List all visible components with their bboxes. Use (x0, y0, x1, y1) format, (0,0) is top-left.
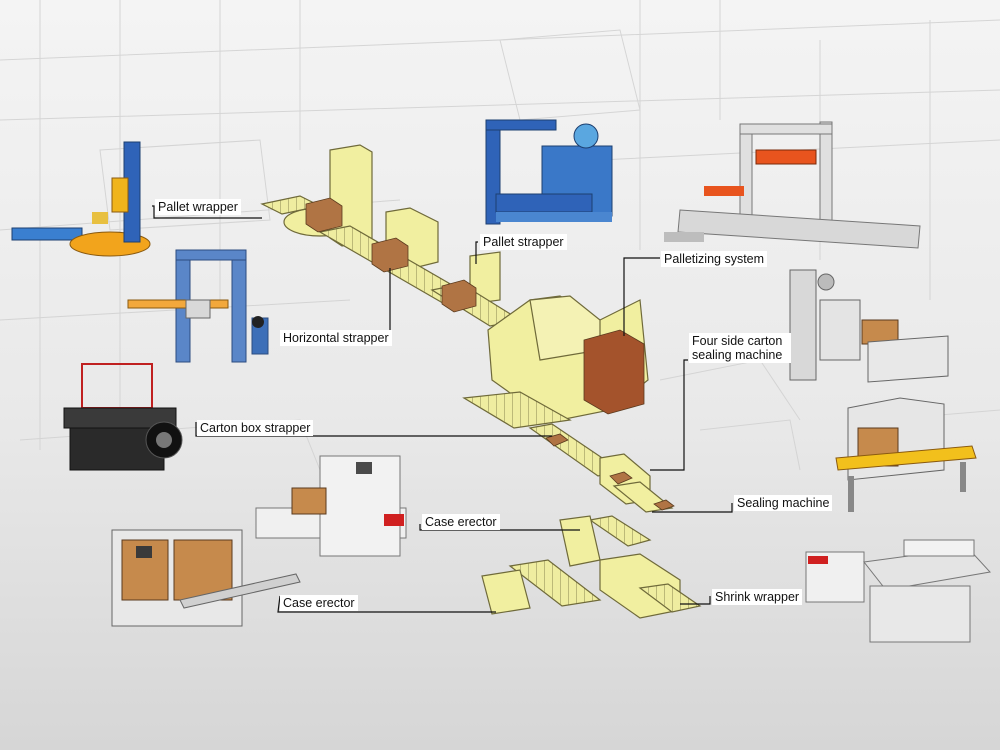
leader-four-side-sealer (650, 359, 688, 471)
label-four-side-carton-sealing-machine: Four side carton sealing machine (689, 333, 791, 363)
leader-sealing-machine (652, 503, 733, 513)
case-erector-machine-middle (255, 455, 407, 557)
label-case-erector-2: Case erector (280, 595, 358, 611)
cartons-on-line (305, 197, 675, 511)
palletizer-tower (529, 295, 601, 361)
conveyor-segment-6 (508, 559, 602, 607)
label-shrink-wrapper: Shrink wrapper (712, 589, 803, 605)
four-side-carton-sealing-machine (789, 269, 949, 383)
carton-box-strapper-machine (63, 363, 183, 471)
pallet-strapper-machine (485, 119, 613, 225)
palletizing-system-machine (664, 121, 921, 249)
conveyor-segment-7 (638, 583, 702, 613)
leader-pallet-strapper (475, 241, 478, 264)
conveyor-segment-5 (588, 515, 652, 547)
label-pallet-strapper: Pallet strapper (480, 234, 567, 250)
leader-palletizing-system (623, 257, 660, 336)
label-sealing-machine: Sealing machine (734, 495, 833, 511)
label-case-erector-1: Case erector (422, 514, 500, 530)
sealing-machine (835, 397, 977, 512)
label-four-side-line1: Four side carton (692, 334, 783, 348)
shrink-wrapper-machine (805, 539, 991, 643)
label-palletizing-system: Palletizing system (661, 251, 768, 267)
leader-carton-box-strapper (195, 422, 552, 437)
case-erector-machine-left (111, 529, 301, 627)
leader-case-erector-1 (419, 524, 580, 531)
pallet-wrapper-machine (11, 141, 151, 257)
label-carton-box-strapper: Carton box strapper (197, 420, 314, 436)
conveyor-segment-3 (462, 391, 572, 429)
label-horizontal-strapper: Horizontal strapper (280, 330, 392, 346)
leader-case-erector-2 (277, 595, 496, 613)
leader-pallet-wrapper (152, 205, 262, 219)
horizontal-strapper-machine (127, 249, 269, 363)
erector-platform-2 (481, 569, 531, 615)
label-pallet-wrapper: Pallet wrapper (155, 199, 241, 215)
palletized-stack (583, 329, 645, 415)
label-four-side-line2: sealing machine (692, 348, 783, 362)
leader-shrink-wrapper (680, 596, 711, 605)
